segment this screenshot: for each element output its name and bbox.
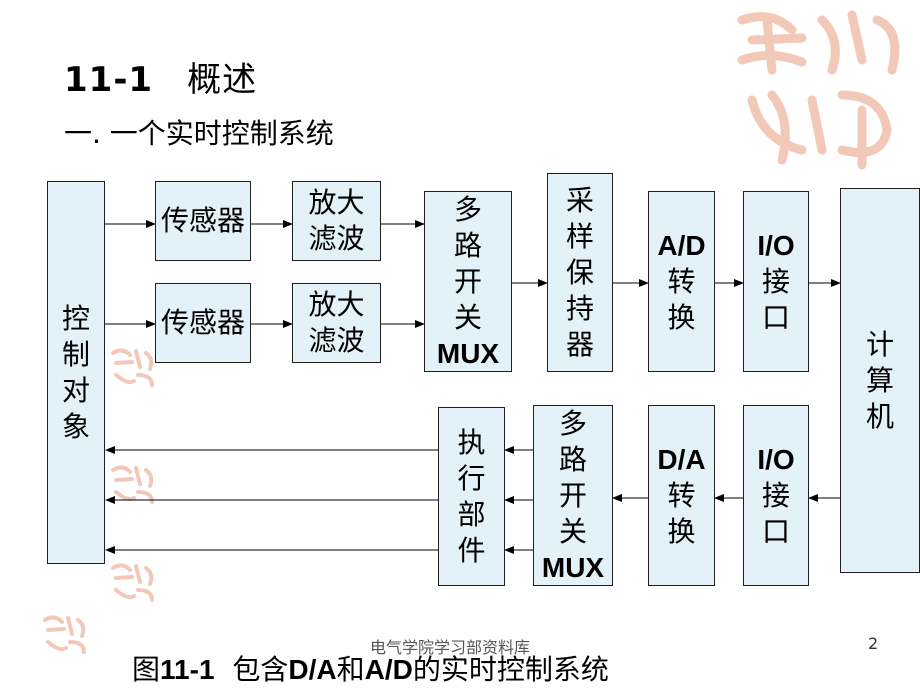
filter-label-1: 放大滤波 — [308, 186, 365, 255]
computer-block: 计算机 — [840, 188, 920, 573]
page-title: 11-1 概述 — [64, 52, 257, 101]
caption-ad: A/D — [364, 654, 413, 685]
ad-label: 转换 — [667, 264, 696, 334]
mux-out-block: 多路开关 MUX — [533, 405, 613, 586]
mux-in-suffix: MUX — [436, 337, 500, 369]
seal-watermark — [737, 10, 900, 170]
title-number: 11-1 — [64, 60, 154, 100]
io-out-block: I/O 接口 — [743, 405, 809, 586]
figure-caption: 图11-1 包含D/A和A/D的实时控制系统 — [132, 648, 609, 688]
caption-da: D/A — [288, 654, 337, 685]
computer-label: 计算机 — [865, 327, 894, 433]
filter-label-2: 放大滤波 — [308, 288, 365, 357]
io-in-head: I/O — [757, 229, 795, 261]
io-in-label: 接口 — [761, 264, 790, 334]
da-label: 转换 — [667, 478, 696, 548]
da-head: D/A — [657, 443, 706, 475]
control-object-block: 控制对象 — [47, 181, 105, 564]
sample-hold-label: 采样保持器 — [565, 183, 594, 361]
io-in-block: I/O 接口 — [743, 191, 809, 372]
page-number: 2 — [868, 634, 879, 653]
io-out-head: I/O — [757, 443, 795, 475]
section-subtitle: 一. 一个实时控制系统 — [64, 117, 334, 150]
mux-out-label: 多路开关 — [558, 406, 587, 548]
caption-post: 的实时控制系统 — [412, 653, 609, 686]
caption-pre: 图 — [132, 653, 161, 686]
footer-text: 电气学院学习部资料库 — [370, 638, 531, 657]
filter-block-1: 放大滤波 — [292, 181, 381, 261]
da-converter-block: D/A 转换 — [648, 405, 715, 586]
sensor-block-2: 传感器 — [155, 283, 251, 363]
ad-converter-block: A/D 转换 — [648, 191, 715, 372]
control-object-label: 控制对象 — [61, 301, 90, 443]
seal-watermark-small — [111, 348, 154, 387]
mux-in-label: 多路开关 — [453, 192, 482, 334]
sensor-label-2: 传感器 — [160, 306, 245, 339]
caption-mid: 包含 — [232, 653, 289, 686]
filter-block-2: 放大滤波 — [292, 283, 381, 363]
seal-watermark-small — [111, 563, 154, 602]
caption-num: 11-1 — [160, 654, 215, 685]
actuator-block: 执行部件 — [438, 407, 505, 586]
seal-watermark-small — [111, 465, 154, 504]
title-text: 概述 — [187, 60, 258, 100]
mux-in-block: 多路开关 MUX — [424, 191, 512, 372]
caption-and: 和 — [336, 653, 365, 686]
sensor-label-1: 传感器 — [160, 204, 245, 237]
mux-out-suffix: MUX — [541, 551, 605, 583]
ad-head: A/D — [657, 229, 706, 261]
sample-hold-block: 采样保持器 — [547, 173, 613, 372]
sensor-block-1: 传感器 — [155, 181, 251, 261]
actuator-label: 执行部件 — [457, 425, 486, 567]
io-out-label: 接口 — [761, 478, 790, 548]
seal-watermark-small — [43, 615, 86, 654]
